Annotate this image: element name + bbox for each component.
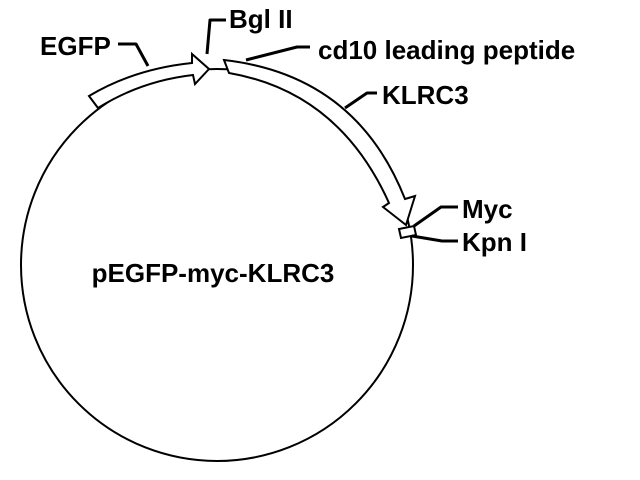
plasmid-backbone-circle (20, 68, 414, 462)
bgl2-leader-line (205, 18, 226, 55)
cd10-leading-peptide-label: cd10 leading peptide (318, 35, 575, 65)
klrc3-leader-line (344, 91, 377, 110)
egfp-label: EGFP (40, 31, 111, 61)
egfp-leader-line (118, 42, 150, 67)
klrc3-feature-arrow (222, 58, 417, 227)
myc-leader-line (413, 205, 458, 228)
myc-tag-block (397, 224, 418, 240)
kpn1-label: Kpn I (462, 227, 527, 257)
myc-label: Myc (462, 194, 513, 224)
plasmid-name-label: pEGFP-myc-KLRC3 (92, 258, 335, 288)
cd10-leader-line (245, 45, 310, 62)
bgl2-label: Bgl II (229, 4, 293, 34)
klrc3-label: KLRC3 (382, 80, 469, 110)
egfp-feature-arrow (87, 51, 211, 110)
kpn1-leader-line (411, 234, 458, 243)
